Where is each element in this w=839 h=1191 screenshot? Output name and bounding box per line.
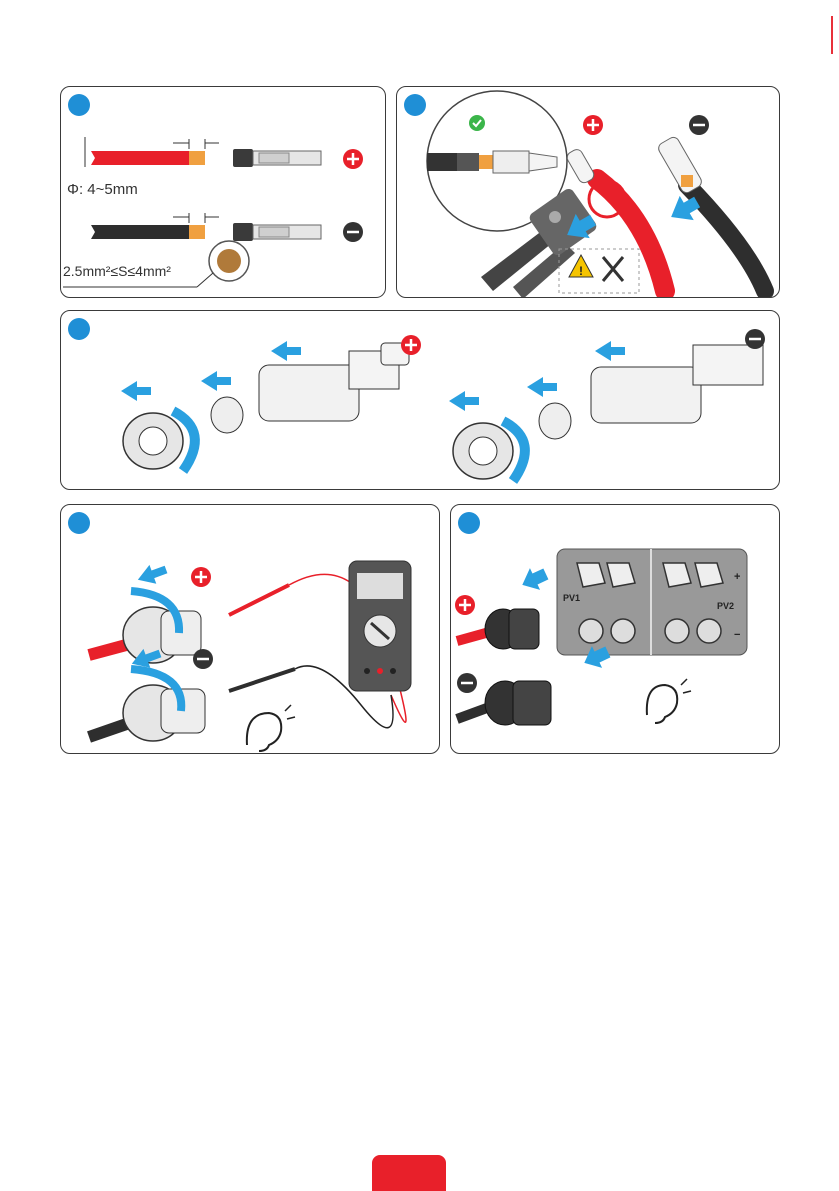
panel-crimp-terminal: ! [396,86,780,298]
check-icon [469,115,485,131]
inverter-terminal-illustration [451,505,780,754]
crimp-illustration: ! [397,87,780,298]
svg-text:!: ! [579,264,583,278]
listen-ear-icon [647,685,677,723]
measure-illustration [61,505,440,754]
negative-connector-parts [449,341,763,481]
pv-minus-label: − [734,629,740,641]
listen-ear-icon [247,713,281,751]
page-edge-mark [831,16,833,54]
pv-plus-label: + [734,571,740,583]
panel-strip-cable: Φ: 4~5mm 2.5mm²≤S≤4mm² [60,86,386,298]
panel-disassemble-connector [60,310,780,490]
pv2-label: PV2 [717,601,734,611]
panel-connect-inverter: PV1 PV2 + − [450,504,780,754]
polarity-marks [61,87,386,298]
multimeter-icon [349,561,411,691]
panel-measure-voltage [60,504,440,754]
page-tab [372,1155,446,1191]
disassemble-illustration [61,311,780,490]
positive-connector-parts [121,341,409,471]
pv1-label: PV1 [563,593,580,603]
